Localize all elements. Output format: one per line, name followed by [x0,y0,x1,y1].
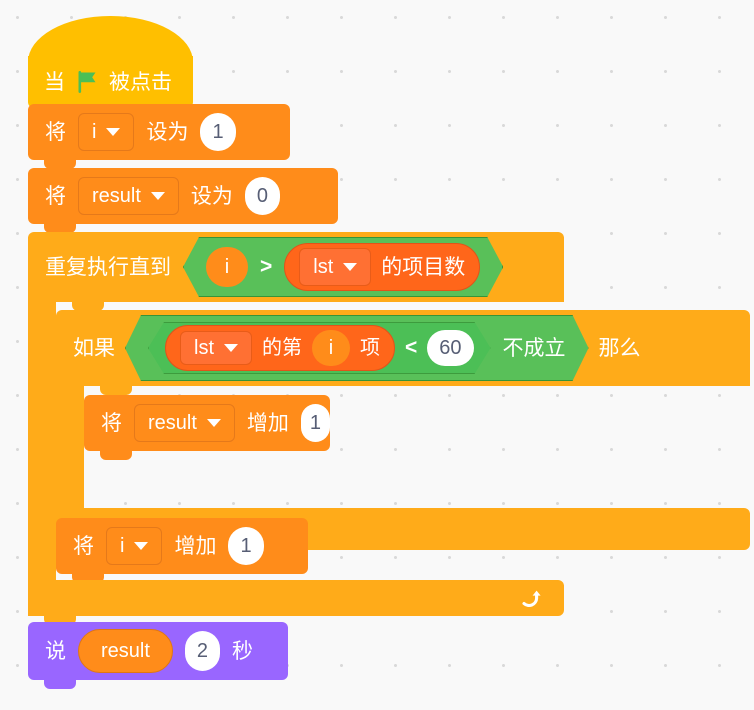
operator-greater-than[interactable]: i > lst 的项目数 [183,237,503,297]
change-by-label: 增加 [174,534,217,558]
clicked-label: 被点击 [109,70,172,94]
change-amount-input[interactable]: 1 [228,527,264,565]
not-label: 不成立 [502,336,566,360]
seconds-unit-label: 秒 [232,639,254,663]
dropdown-value: result [92,184,141,207]
if-inner-notch [100,386,132,395]
set-verb-label: 将 [45,184,66,208]
list-length-reporter[interactable]: lst 的项目数 [284,243,480,291]
chevron-down-icon [134,542,149,550]
if-spine [56,382,84,512]
block-say-for-seconds[interactable]: 说 result 2 秒 [28,622,288,689]
repeat-until-header: 重复执行直到 i > lst 的项目数 [28,232,564,302]
block-when-flag-clicked[interactable]: 当 被点击 [28,16,193,117]
green-flag-icon [74,69,100,95]
block-change-variable-i[interactable]: 将 i 增加 1 [56,518,308,583]
variable-dropdown-result[interactable]: result [134,404,235,442]
repeat-inner-notch [72,302,104,311]
loop-arrow-icon [518,585,544,611]
hat-body [28,56,193,108]
block-bottom-notch [100,451,132,460]
operator-not[interactable]: lst 的第 i 项 < 60 不成立 [125,315,589,381]
operator-less-than[interactable]: lst 的第 i 项 < 60 [148,322,491,374]
variable-reporter-i[interactable]: i [312,330,350,366]
variable-reporter-i[interactable]: i [206,247,248,287]
dropdown-value: lst [194,336,214,359]
change-amount-input[interactable]: 1 [300,404,330,442]
list-dropdown-lst[interactable]: lst [299,248,371,286]
variable-reporter-result[interactable]: result [78,629,173,673]
change-verb-label: 将 [73,534,94,558]
dropdown-value: i [92,120,97,143]
variable-dropdown-i[interactable]: i [78,113,135,151]
repeat-until-label: 重复执行直到 [45,255,171,279]
greater-than-symbol: > [260,255,273,278]
set-to-label: 设为 [146,120,189,144]
if-label: 如果 [73,336,115,360]
variable-dropdown-i[interactable]: i [106,527,163,565]
repeat-footer-notch [44,616,76,625]
when-label: 当 [44,70,65,94]
chevron-down-icon [343,263,357,271]
block-set-variable-result[interactable]: 将 result 设为 0 [28,168,338,233]
list-item-reporter[interactable]: lst 的第 i 项 [165,325,395,371]
block-bottom-notch [44,160,76,169]
block-if-then[interactable]: 如果 lst 的第 i 项 < [56,310,750,559]
repeat-until-spine [28,298,56,584]
block-change-variable-result[interactable]: 将 result 增加 1 [84,395,330,460]
value-input-result[interactable]: 0 [244,177,281,215]
set-verb-label: 将 [45,120,66,144]
seconds-input[interactable]: 2 [184,631,221,671]
hat-content-row: 当 被点击 [44,62,172,102]
chevron-down-icon [150,192,165,200]
item-of-suffix-label: 项 [360,337,380,359]
block-set-variable-i[interactable]: 将 i 设为 1 [28,104,290,169]
chevron-down-icon [224,344,238,352]
dropdown-value: i [120,534,125,557]
block-repeat-until[interactable]: 重复执行直到 i > lst 的项目数 如果 [28,232,750,625]
change-by-label: 增加 [246,411,289,435]
list-dropdown-lst[interactable]: lst [180,331,252,365]
block-bottom-notch [72,574,104,583]
variable-dropdown-result[interactable]: result [78,177,179,215]
repeat-until-footer [28,580,564,616]
change-verb-label: 将 [101,411,122,435]
say-verb-label: 说 [45,639,66,663]
list-length-label: 的项目数 [381,255,466,279]
less-than-symbol: < [405,336,418,359]
chevron-down-icon [206,419,221,427]
block-bottom-notch [44,224,76,233]
threshold-input[interactable]: 60 [427,330,473,366]
dropdown-value: result [148,411,197,434]
item-of-prefix-label: 的第 [262,337,302,359]
value-input-i[interactable]: 1 [200,113,236,151]
dropdown-value: lst [313,255,334,278]
chevron-down-icon [106,128,121,136]
set-to-label: 设为 [190,184,233,208]
then-label: 那么 [598,336,641,360]
if-header: 如果 lst 的第 i 项 < [56,310,750,386]
block-bottom-notch [44,680,76,689]
